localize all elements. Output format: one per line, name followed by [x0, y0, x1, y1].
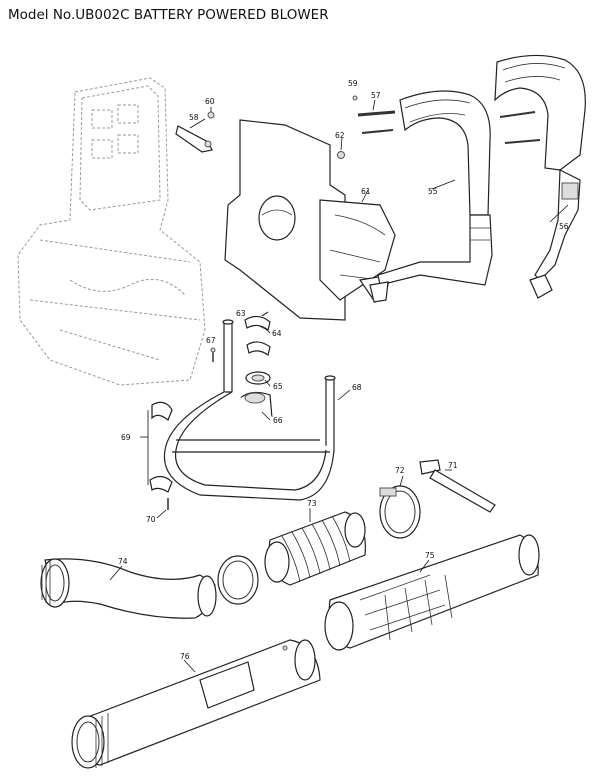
- part-75-pipe: [324, 534, 540, 651]
- label-74: 74: [118, 557, 128, 566]
- part-58-bracket: [175, 118, 213, 153]
- label-66: 66: [273, 416, 283, 425]
- page-title: Model No.UB002C BATTERY POWERED BLOWER: [8, 7, 329, 23]
- label-57: 57: [371, 91, 381, 100]
- ghost-backpack-frame: [17, 77, 206, 386]
- part-55-shoulder-strap: [369, 90, 493, 303]
- part-69-bracket: [140, 401, 173, 493]
- part-71-strap: [419, 459, 496, 513]
- label-60: 60: [205, 97, 215, 106]
- part-63-clamp: [244, 311, 271, 356]
- label-69: 69: [121, 433, 131, 442]
- part-65-clamp: [245, 371, 271, 385]
- label-65: 65: [273, 382, 283, 391]
- part-56-shoulder-strap: [494, 54, 586, 299]
- part-number-labels: 60 58 59 57 62 61 55 56 63 64 67 65 68 6…: [118, 79, 569, 661]
- part-60-screw: [207, 107, 215, 119]
- label-63: 63: [236, 309, 246, 318]
- part-73-flex-hose: [264, 511, 366, 586]
- label-67: 67: [206, 336, 216, 345]
- label-76: 76: [180, 652, 190, 661]
- part-67-pin: [210, 347, 216, 362]
- part-76-nozzle: [71, 639, 321, 769]
- part-62-screw: [337, 151, 345, 159]
- leader-lines: [109, 137, 569, 673]
- part-68-frame: [163, 319, 336, 501]
- label-61: 61: [361, 187, 371, 196]
- label-70: 70: [146, 515, 156, 524]
- label-64: 64: [272, 329, 282, 338]
- label-68: 68: [352, 383, 362, 392]
- label-72: 72: [395, 466, 405, 475]
- part-61-backplate: [224, 119, 396, 321]
- label-62: 62: [335, 131, 345, 140]
- part-72-band: [379, 485, 421, 539]
- label-55: 55: [428, 187, 438, 196]
- label-59: 59: [348, 79, 358, 88]
- label-58: 58: [189, 113, 199, 122]
- hose-band-small: [217, 555, 259, 605]
- label-56: 56: [559, 222, 569, 231]
- label-73: 73: [307, 499, 317, 508]
- part-59-screw: [352, 95, 358, 101]
- label-71: 71: [448, 461, 458, 470]
- part-74-elbow-pipe: [40, 558, 217, 619]
- part-57-rod: [357, 99, 396, 134]
- label-75: 75: [425, 551, 435, 560]
